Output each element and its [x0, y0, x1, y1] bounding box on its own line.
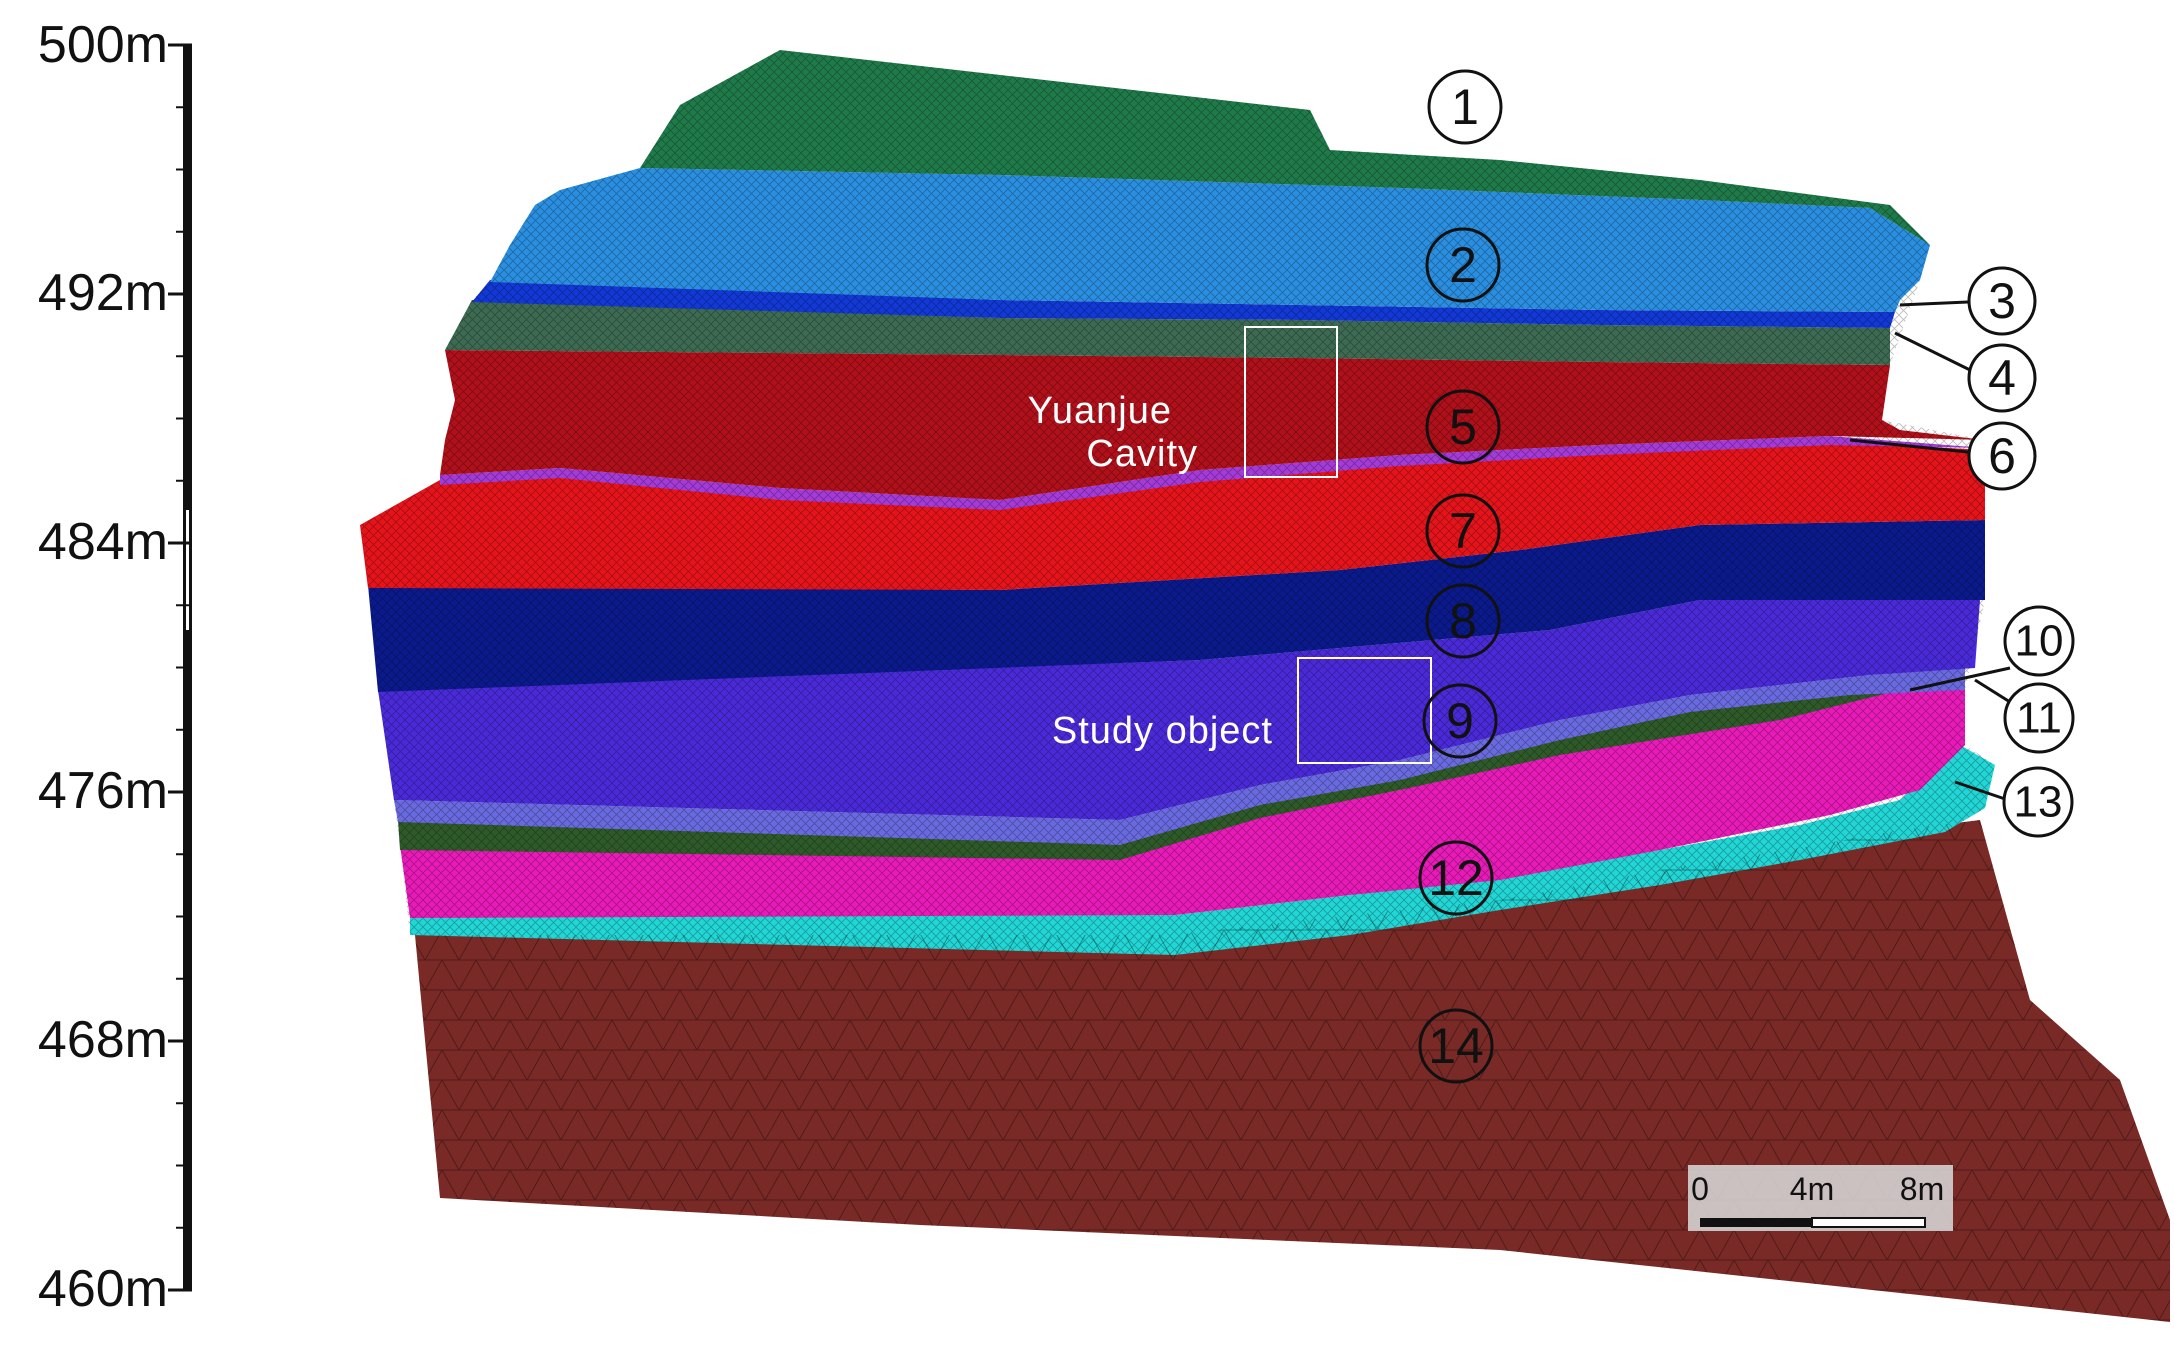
layer-callout-13: 13 [2002, 766, 2074, 838]
layer-callout-14: 14 [1418, 1008, 1494, 1084]
layer-callout-9-number: 9 [1446, 693, 1474, 749]
layer-callout-6-number: 6 [1988, 428, 2016, 484]
layer-callout-12-number: 12 [1428, 850, 1484, 906]
scale-bar-segment-light [1811, 1217, 1926, 1228]
scale-label-0: 0 [1691, 1171, 1709, 1207]
layer-callout-7: 7 [1425, 493, 1501, 569]
layer-callout-3-number: 3 [1988, 273, 2016, 329]
layer-callout-5-number: 5 [1449, 399, 1477, 455]
leader-line-4 [1894, 331, 1971, 372]
scale-label-8m: 8m [1900, 1171, 1944, 1207]
layer-callout-5: 5 [1425, 389, 1501, 465]
layer-callout-2: 2 [1425, 227, 1501, 303]
scale-bar: 0 4m 8m [1688, 1165, 1953, 1231]
elevation-bar-gap [186, 510, 189, 630]
leader-lines [1849, 300, 2011, 802]
elevation-ticks [168, 43, 192, 1292]
elevation-label-468: 468m [38, 1011, 168, 1069]
leader-line-10 [1909, 666, 2011, 692]
layer-callout-4: 4 [1967, 343, 2037, 413]
annotations: Yuanjue Cavity Study object [1028, 326, 1432, 764]
mesh-overlay [360, 50, 2170, 1322]
layer-callout-14-number: 14 [1428, 1018, 1484, 1074]
elevation-axis: 500m 492m 484m 476m 468m 460m [38, 16, 192, 1318]
leader-line-11 [1974, 678, 2011, 704]
elevation-label-476: 476m [38, 762, 168, 820]
layer-callouts: 1 2 3 4 5 6 7 8 9 10 11 12 13 14 [1418, 69, 2075, 1084]
layer-callout-8: 8 [1425, 583, 1501, 659]
leader-line-13 [1954, 780, 2009, 802]
cavity-label-line2: Cavity [1086, 433, 1198, 475]
cavity-box [1244, 326, 1338, 478]
cavity-label-line1: Yuanjue [1028, 390, 1172, 432]
leader-line-6 [1849, 438, 1969, 454]
layer-callout-3: 3 [1967, 266, 2037, 336]
layer-callout-1: 1 [1427, 69, 1503, 145]
elevation-label-484: 484m [38, 513, 168, 571]
layer-callout-7-number: 7 [1449, 503, 1477, 559]
layer-callout-2-number: 2 [1449, 237, 1477, 293]
elevation-label-460: 460m [38, 1260, 168, 1318]
study-object-label: Study object [1052, 710, 1273, 752]
elevation-label-492: 492m [38, 264, 168, 322]
layer-callout-12: 12 [1418, 840, 1494, 916]
layer-callout-8-number: 8 [1449, 593, 1477, 649]
elevation-label-500: 500m [38, 16, 168, 74]
layer-callout-6: 6 [1967, 421, 2037, 491]
layer-callout-10: 10 [2003, 605, 2075, 677]
elevation-labels: 500m 492m 484m 476m 468m 460m [38, 16, 168, 1318]
layer-callout-13-number: 13 [2014, 778, 2063, 827]
layer-callout-4-number: 4 [1988, 350, 2016, 406]
study-object-box [1297, 657, 1432, 764]
layer-callout-11-number: 11 [2016, 694, 2062, 743]
layer-callout-1-number: 1 [1451, 79, 1479, 135]
scale-label-4m: 4m [1790, 1171, 1834, 1207]
scale-bar-segment-dark [1700, 1218, 1812, 1227]
layer-callout-10-number: 10 [2015, 617, 2064, 666]
layer-callout-9: 9 [1422, 683, 1498, 759]
fine-mesh-overlay [360, 50, 1995, 955]
leader-line-3 [1899, 300, 1969, 307]
layer-callout-11: 11 [2003, 682, 2075, 754]
